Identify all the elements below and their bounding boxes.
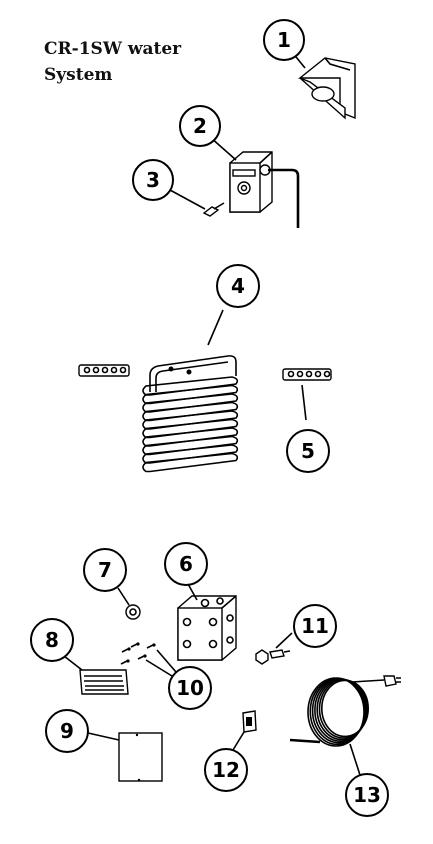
- callout-7: 7: [83, 548, 127, 592]
- callout-3-label: 3: [146, 168, 160, 192]
- callout-10: 10: [168, 666, 212, 710]
- coil-loop: [142, 384, 239, 405]
- callout-8-label: 8: [45, 628, 59, 652]
- callout-3: 3: [132, 159, 174, 201]
- callout-7-label: 7: [98, 558, 112, 582]
- callout-4: 4: [216, 264, 260, 308]
- part-9-cover-plate: [118, 732, 163, 782]
- part-13-coiled-cord: [289, 675, 401, 747]
- coil-loop: [142, 410, 239, 430]
- leader-7: [117, 587, 130, 606]
- coil-loop: [142, 393, 239, 413]
- coil-loop: [142, 376, 239, 396]
- coil-loop: [142, 418, 239, 439]
- coil-loop: [142, 427, 239, 447]
- diagram-title: CR-1SW water System: [44, 36, 181, 88]
- part-12-switch: [242, 710, 257, 733]
- coil-loop: [142, 401, 239, 422]
- leader-13: [349, 743, 361, 776]
- callout-9: 9: [45, 709, 89, 753]
- part-7-grommet: [125, 604, 141, 620]
- part-1-bracket: [298, 57, 356, 120]
- part-10-screws: [120, 642, 156, 665]
- title-line-2: System: [44, 65, 113, 85]
- callout-13-label: 13: [353, 783, 381, 807]
- leader-10b: [156, 649, 177, 673]
- part-5-strip: [282, 368, 332, 381]
- callout-13: 13: [345, 773, 389, 817]
- leader-9: [87, 732, 120, 741]
- coil-loop: [142, 452, 239, 473]
- part-3-screw: [202, 202, 225, 217]
- part-8-vent-panel: [79, 669, 129, 695]
- callout-11: 11: [293, 604, 337, 648]
- part-4-coil: [78, 355, 239, 473]
- callout-2-label: 2: [193, 114, 207, 138]
- leader-11: [275, 632, 293, 649]
- callout-1-label: 1: [277, 28, 291, 52]
- leader-4: [207, 309, 224, 346]
- title-line-1: CR-1SW water: [44, 39, 182, 59]
- callout-4-label: 4: [231, 274, 245, 298]
- part-2-control-box: [229, 151, 300, 228]
- callout-6-label: 6: [179, 552, 193, 576]
- part-11-connector: [255, 649, 291, 665]
- coil-loop: [142, 444, 239, 464]
- callout-12: 12: [204, 748, 248, 792]
- part-6-junction-box: [177, 595, 237, 661]
- leader-5: [301, 384, 307, 421]
- leader-6: [187, 583, 198, 601]
- callout-11-label: 11: [301, 614, 329, 638]
- callout-9-label: 9: [60, 719, 74, 743]
- leader-10a: [145, 659, 173, 677]
- callout-8: 8: [30, 618, 74, 662]
- callout-5: 5: [286, 429, 330, 473]
- cord-coil: [320, 679, 369, 738]
- callout-5-label: 5: [301, 439, 315, 463]
- leader-8: [63, 655, 83, 671]
- callout-10-label: 10: [176, 676, 204, 700]
- leader-12: [232, 731, 245, 751]
- callout-2: 2: [179, 105, 221, 147]
- coil-loop: [142, 435, 239, 456]
- callout-6: 6: [164, 542, 208, 586]
- callout-12-label: 12: [212, 758, 240, 782]
- callout-1: 1: [263, 19, 305, 61]
- leader-3: [169, 189, 206, 210]
